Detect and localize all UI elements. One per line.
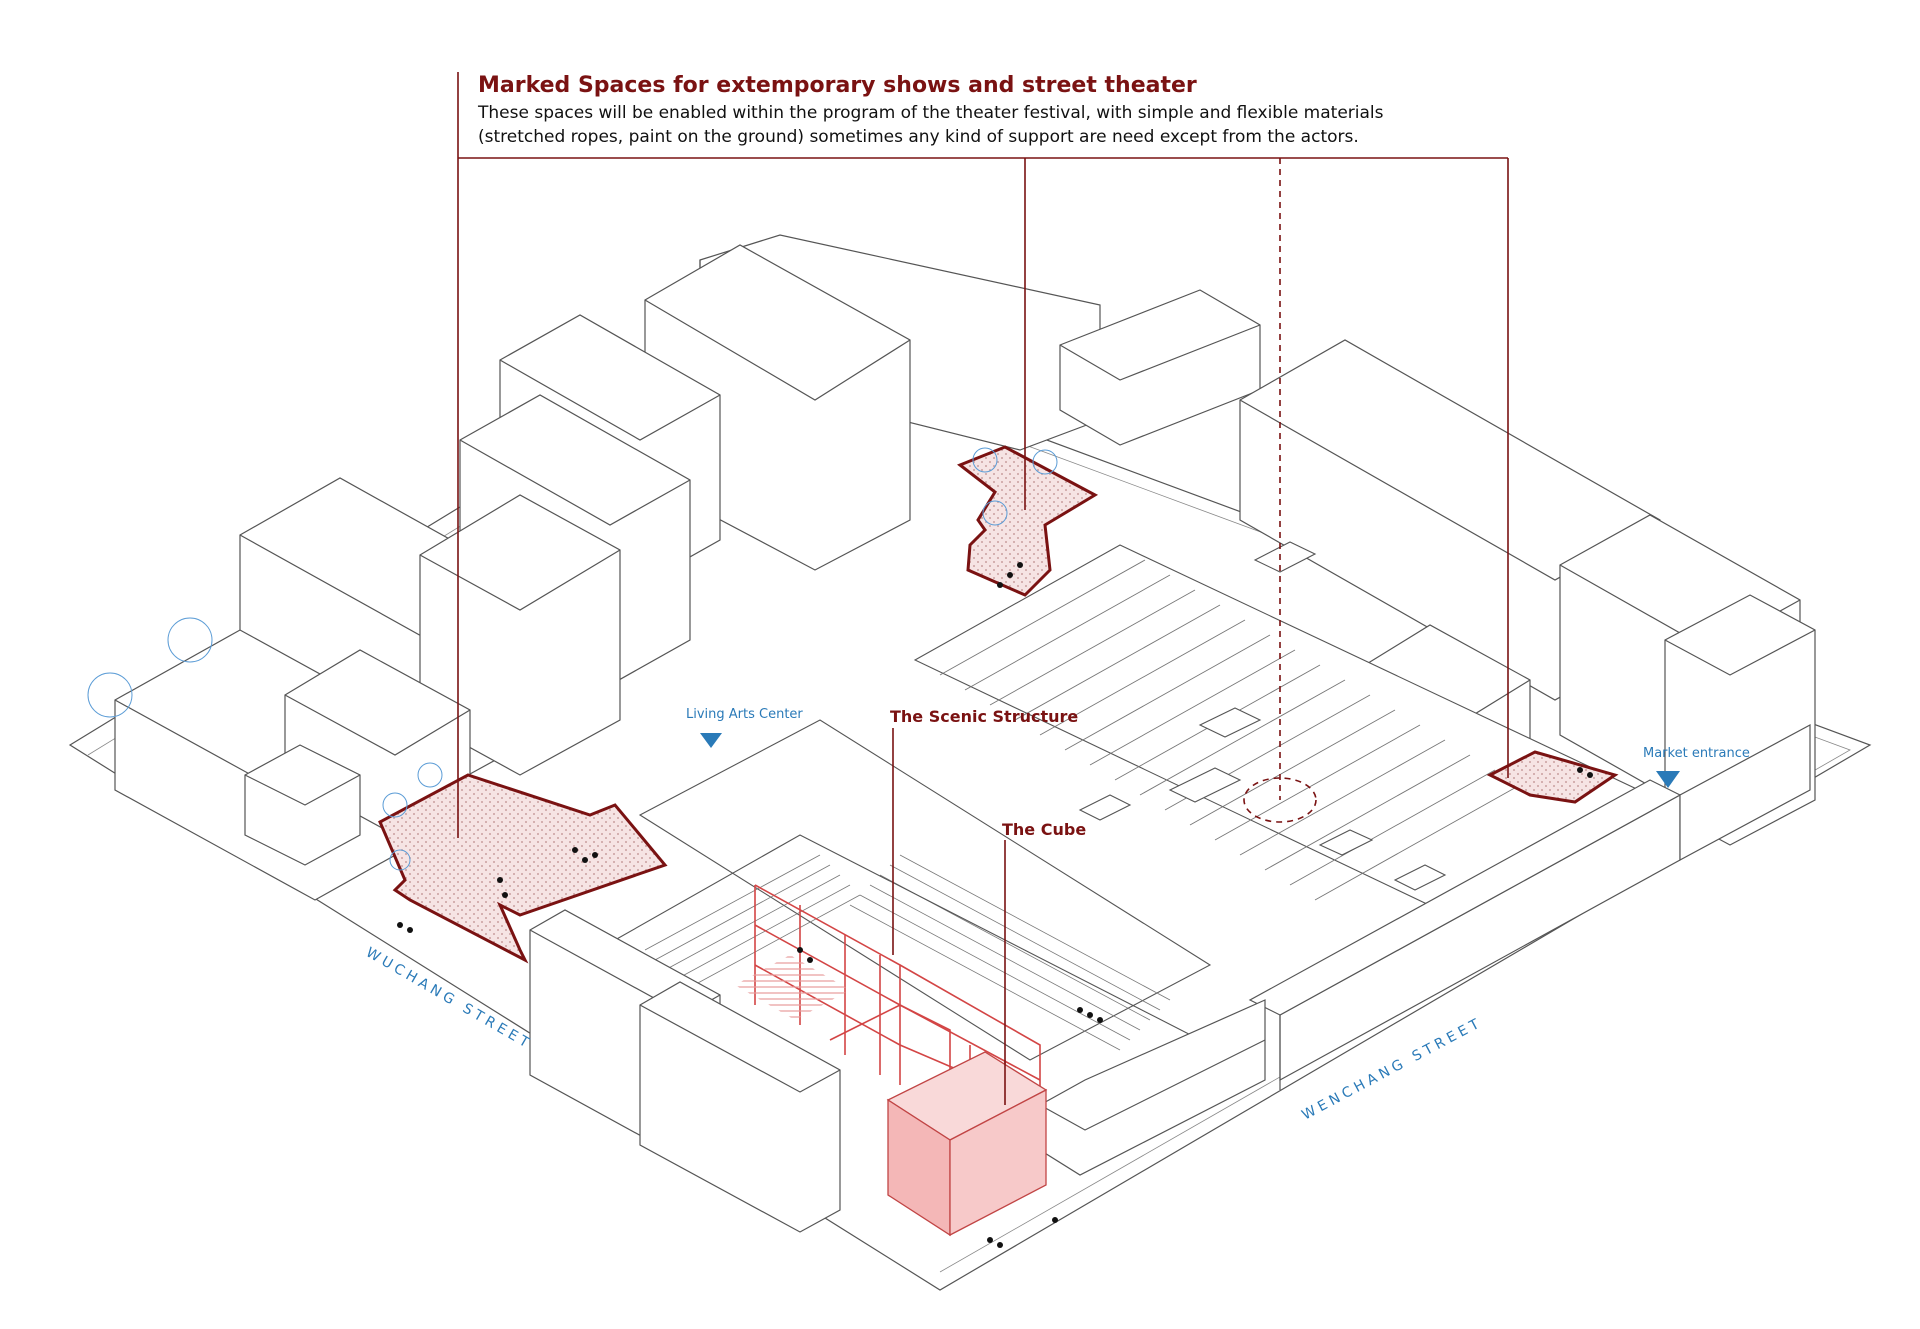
market-roof xyxy=(913,541,1662,916)
marked-space-left xyxy=(378,773,668,964)
callout-lines xyxy=(457,72,1509,1105)
label-scenic-structure: The Scenic Structure xyxy=(890,707,1078,726)
header-description-line-2: (stretched ropes, paint on the ground) s… xyxy=(478,127,1359,147)
scenic-structure xyxy=(754,884,1041,1106)
label-market-entrance: Market entrance xyxy=(1643,746,1750,761)
market-entrance-arrow xyxy=(1656,771,1680,788)
marked-spaces xyxy=(378,445,1619,964)
trees xyxy=(87,447,1058,871)
stage-stripes xyxy=(735,955,850,1020)
building-wenchang-long xyxy=(1248,723,1811,1090)
buildings-front xyxy=(529,909,1266,1233)
header-title: Marked Spaces for extemporary shows and … xyxy=(478,73,1197,98)
label-the-cube: The Cube xyxy=(1002,820,1086,839)
people xyxy=(397,562,1593,1248)
living-arts-center-arrow xyxy=(700,733,722,748)
marked-space-center xyxy=(957,445,1099,597)
the-cube xyxy=(886,1051,1048,1237)
marked-space-right xyxy=(1486,750,1619,804)
header-description-line-1: These spaces will be enabled within the … xyxy=(477,103,1384,123)
label-living-arts-center: Living Arts Center xyxy=(686,707,803,722)
